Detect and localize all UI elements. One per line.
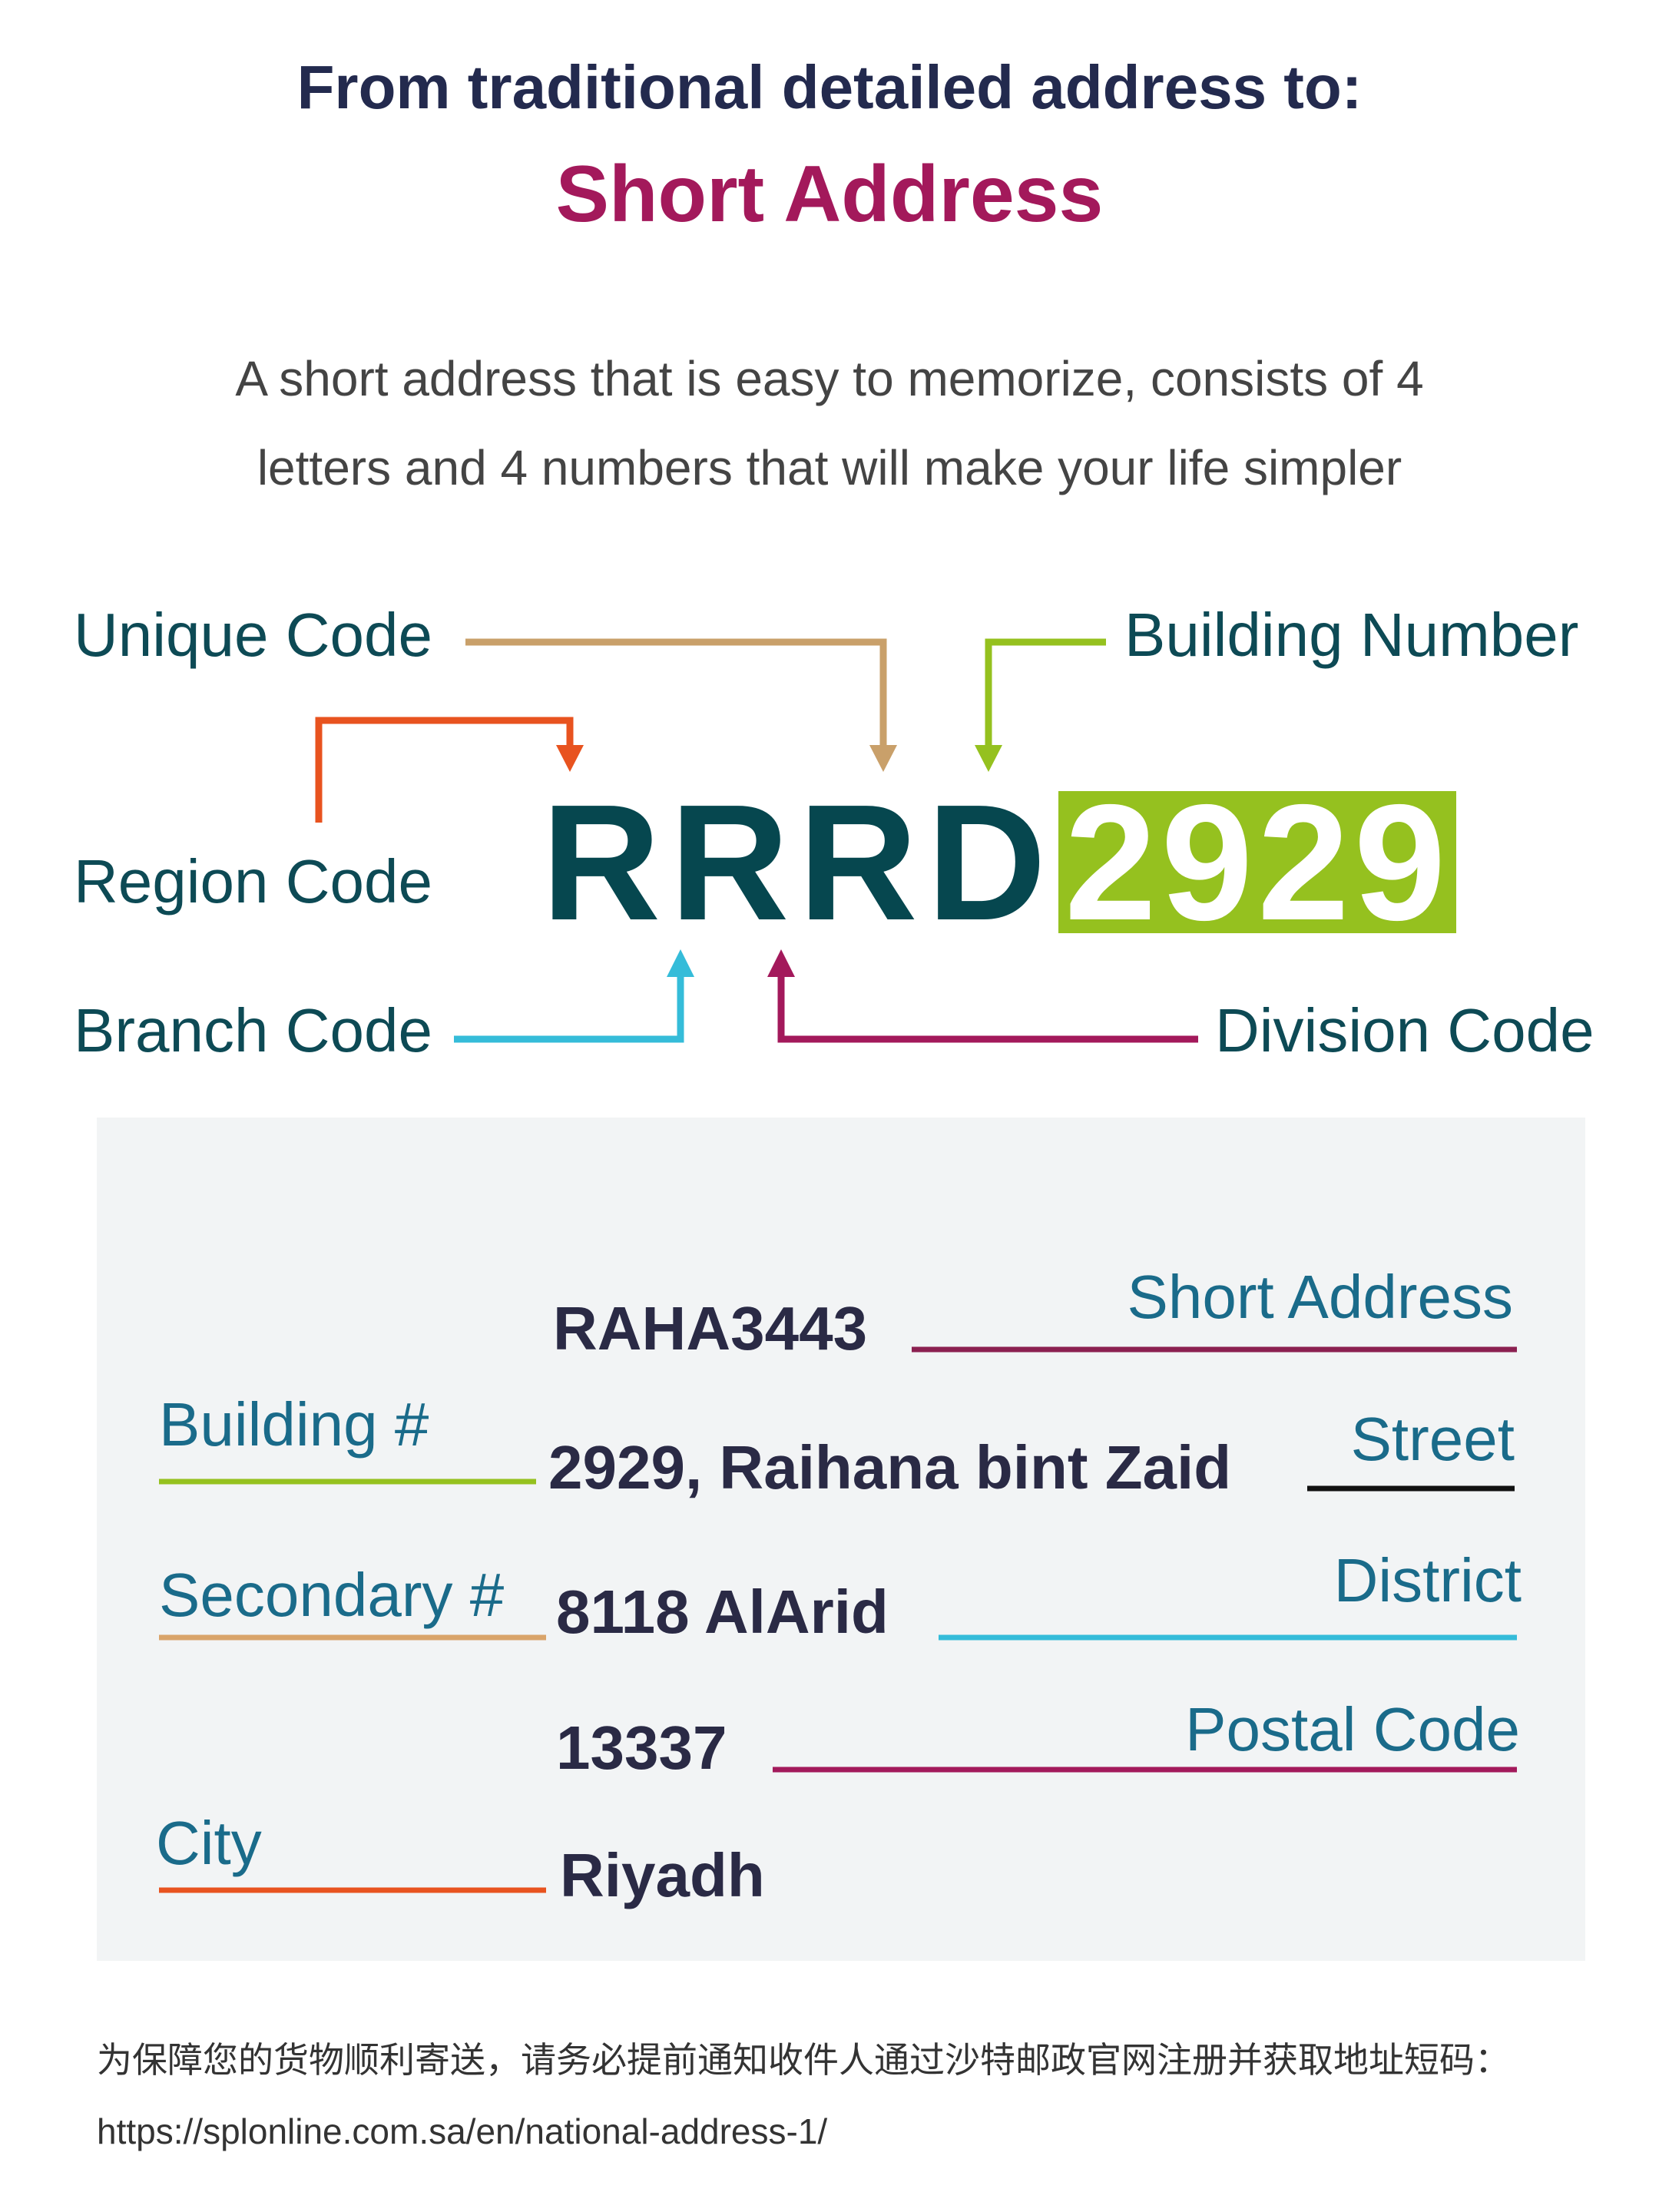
footer-note: 为保障您的货物顺利寄送，请务必提前通知收件人通过沙特邮政官网注册并获取地址短码： <box>97 2040 1510 2080</box>
division-code-arrow <box>777 972 1198 1043</box>
region-code-arrow <box>315 717 574 823</box>
city-value: Riyadh <box>560 1841 765 1909</box>
intro-line-2: letters and 4 numbers that will make you… <box>257 440 1402 495</box>
unique-arrowhead-icon <box>869 745 897 772</box>
secondary-label: Secondary # <box>159 1561 505 1629</box>
building-arrowhead-icon <box>975 745 1002 772</box>
division-code-label: Division Code <box>1215 996 1594 1065</box>
short-address-code: RRRD 2929 <box>541 780 1457 945</box>
title-line-1: From traditional detailed address to: <box>296 53 1363 121</box>
district-value: 8118 AlArid <box>556 1578 889 1646</box>
district-label: District <box>1333 1546 1522 1614</box>
street-label: Street <box>1350 1405 1515 1473</box>
short-address-label: Short Address <box>1127 1263 1514 1331</box>
example-address-card <box>97 1118 1585 1961</box>
city-label: City <box>156 1809 262 1877</box>
diagram-arrows <box>315 638 1198 1043</box>
branch-arrowhead-icon <box>667 949 694 977</box>
building-label: Building # <box>159 1390 429 1459</box>
branch-code-arrow <box>454 972 684 1043</box>
short-address-value: RAHA3443 <box>553 1294 868 1363</box>
postal-label: Postal Code <box>1185 1695 1520 1763</box>
building-number-label: Building Number <box>1124 601 1579 669</box>
region-arrowhead-icon <box>556 745 584 772</box>
building-number-arrow <box>985 638 1106 749</box>
unique-code-arrow <box>465 638 887 749</box>
footer-url-link[interactable]: https://splonline.com.sa/en/national-add… <box>97 2111 828 2151</box>
street-value: 2929, Raihana bint Zaid <box>548 1433 1232 1502</box>
region-code-label: Region Code <box>74 847 432 916</box>
title-line-2: Short Address <box>555 150 1104 239</box>
code-digits: 2929 <box>1058 780 1457 945</box>
unique-code-label: Unique Code <box>74 601 432 669</box>
code-letters: RRRD <box>541 770 1056 955</box>
postal-value: 13337 <box>556 1714 727 1782</box>
division-arrowhead-icon <box>767 949 795 977</box>
branch-code-label: Branch Code <box>74 996 432 1065</box>
intro-line-1: A short address that is easy to memorize… <box>235 351 1424 406</box>
